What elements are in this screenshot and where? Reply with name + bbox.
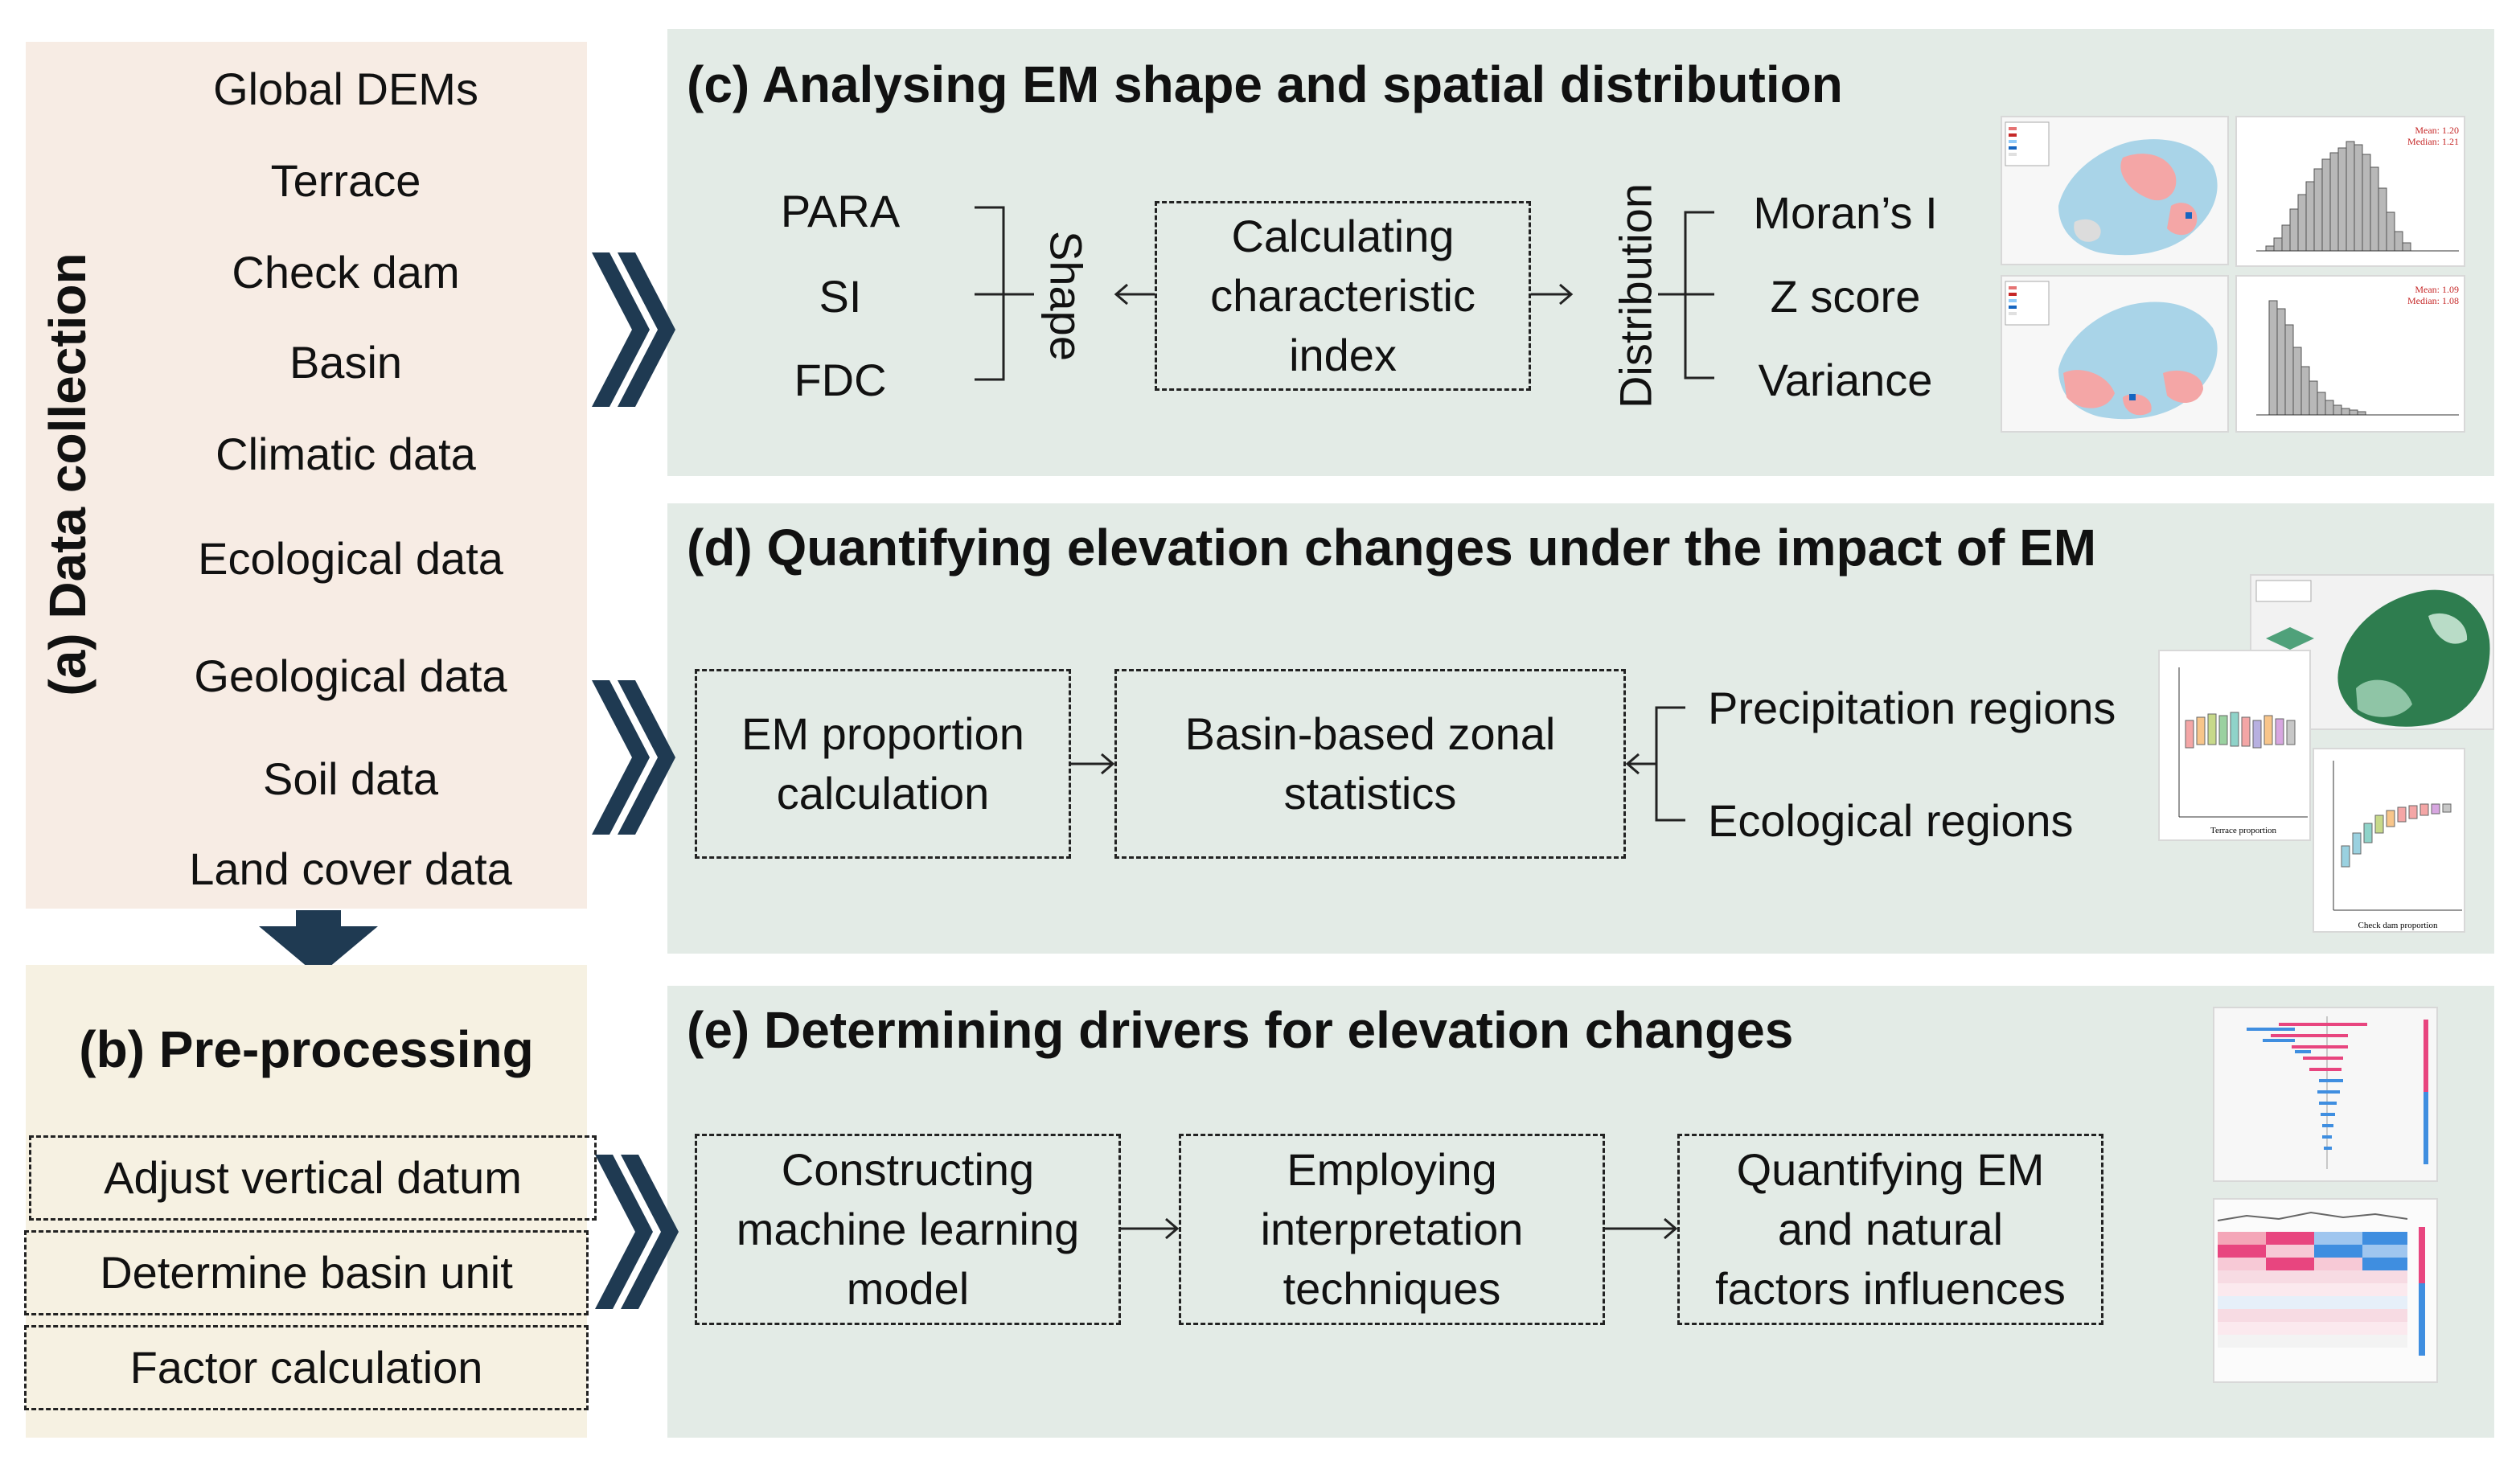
center-box-line-3: index bbox=[1289, 329, 1397, 380]
data-item-soil: Soil data bbox=[263, 753, 438, 804]
panel-c-title: (c) Analysing EM shape and spatial distr… bbox=[687, 55, 1843, 113]
box-calculating-characteristic-index: Calculating characteristic index bbox=[1155, 201, 1531, 391]
box-basin-zonal-statistics: Basin-based zonal statistics bbox=[1114, 669, 1626, 859]
boxplot-thumbnail-1: Terrace proportion bbox=[2158, 650, 2311, 841]
step-adjust-vertical-datum: Adjust vertical datum bbox=[29, 1135, 597, 1221]
data-item-geological: Geological data bbox=[194, 650, 507, 701]
panel-d-title: (d) Quantifying elevation changes under … bbox=[687, 519, 2097, 577]
step-determine-basin-unit: Determine basin unit bbox=[24, 1230, 589, 1315]
distribution-item-variance: Variance bbox=[1758, 355, 1933, 405]
data-item-ecological: Ecological data bbox=[198, 533, 503, 584]
d-box2-line-1: Basin-based zonal bbox=[1184, 708, 1556, 760]
shape-label-text: Shape bbox=[1040, 231, 1092, 361]
step-factor-calculation-label: Factor calculation bbox=[129, 1342, 483, 1393]
data-item-basin: Basin bbox=[289, 337, 403, 388]
data-item-land-cover: Land cover data bbox=[189, 843, 512, 894]
step-adjust-vertical-datum-label: Adjust vertical datum bbox=[104, 1152, 522, 1204]
shap-heatmap-thumbnail bbox=[2213, 1198, 2438, 1383]
d-box1-line-2: calculation bbox=[776, 768, 990, 819]
shape-item-para: PARA bbox=[780, 186, 901, 236]
hist2-median: Median: 1.08 bbox=[2407, 295, 2459, 306]
hist1-median: Median: 1.21 bbox=[2407, 136, 2459, 147]
d-box1-line-1: EM proportion bbox=[741, 708, 1024, 760]
histogram-thumbnail-2: Mean: 1.09 Median: 1.08 bbox=[2235, 275, 2465, 433]
hist2-mean: Mean: 1.09 bbox=[2415, 284, 2459, 295]
shap-summary-thumbnail bbox=[2213, 1007, 2438, 1182]
center-box-line-1: Calculating bbox=[1231, 211, 1455, 262]
map-thumbnail-2 bbox=[2001, 275, 2229, 433]
data-item-global-dems: Global DEMs bbox=[213, 64, 478, 114]
boxplot-thumbnail-2: Check dam proportion bbox=[2313, 748, 2465, 933]
hist1-mean: Mean: 1.20 bbox=[2415, 125, 2459, 136]
map-thumbnail-1 bbox=[2001, 116, 2229, 265]
region-ecological: Ecological regions bbox=[1708, 795, 2074, 846]
box-interpretation-techniques: Employing interpretation techniques bbox=[1179, 1134, 1605, 1325]
e-box1-line-3: model bbox=[846, 1262, 970, 1314]
d-box2-line-2: statistics bbox=[1283, 768, 1457, 819]
boxplot-graphic-2: Check dam proportion bbox=[2333, 761, 2462, 930]
shape-item-fdc: FDC bbox=[794, 355, 887, 405]
region-precipitation: Precipitation regions bbox=[1708, 683, 2116, 733]
e-box2-line-2: interpretation bbox=[1260, 1204, 1524, 1255]
boxplot1-xlabel: Terrace proportion bbox=[2210, 826, 2276, 835]
panel-e-title: (e) Determining drivers for elevation ch… bbox=[687, 1001, 1794, 1059]
distribution-item-morans-i: Moran’s I bbox=[1753, 187, 1938, 238]
data-item-climatic: Climatic data bbox=[215, 429, 476, 479]
map-graphic-2 bbox=[2005, 281, 2218, 420]
e-box1-line-1: Constructing bbox=[781, 1144, 1035, 1196]
histogram-graphic-2: Mean: 1.09 Median: 1.08 bbox=[2256, 284, 2459, 416]
shape-item-si: SI bbox=[819, 271, 862, 322]
e-box2-line-1: Employing bbox=[1287, 1144, 1497, 1196]
box-quantifying-influences: Quantifying EM and natural factors influ… bbox=[1677, 1134, 2103, 1325]
box-constructing-ml-model: Constructing machine learning model bbox=[695, 1134, 1121, 1325]
data-item-check-dam: Check dam bbox=[232, 247, 460, 298]
vegetation-map-graphic bbox=[2255, 580, 2490, 727]
distribution-label-text: Distribution bbox=[1610, 183, 1661, 409]
histogram-graphic-1: Mean: 1.20 Median: 1.21 bbox=[2256, 125, 2459, 252]
chevron-right-icon bbox=[592, 252, 650, 407]
shap-heatmap-graphic bbox=[2217, 1211, 2425, 1356]
map-graphic-1 bbox=[2005, 121, 2218, 256]
chevron-right-icon bbox=[595, 1155, 653, 1309]
step-determine-basin-unit-label: Determine basin unit bbox=[100, 1247, 513, 1299]
panel-b-title: (b) Pre-processing bbox=[79, 1020, 534, 1078]
boxplot-graphic-1: Terrace proportion bbox=[2178, 667, 2308, 835]
e-box1-line-2: machine learning bbox=[736, 1204, 1080, 1255]
distribution-item-z-score: Z score bbox=[1770, 271, 1921, 322]
panel-data-collection bbox=[26, 42, 587, 909]
step-factor-calculation: Factor calculation bbox=[24, 1325, 589, 1410]
histogram-thumbnail-1: Mean: 1.20 Median: 1.21 bbox=[2235, 116, 2465, 267]
panel-a-title-text: (a) Data collection bbox=[39, 252, 96, 696]
boxplot2-xlabel: Check dam proportion bbox=[2358, 921, 2438, 930]
shap-summary-graphic bbox=[2247, 1016, 2428, 1169]
box-em-proportion-calculation: EM proportion calculation bbox=[695, 669, 1071, 859]
panel-drivers bbox=[667, 986, 2494, 1438]
e-box3-line-1: Quantifying EM bbox=[1736, 1144, 2045, 1196]
center-box-line-2: characteristic bbox=[1210, 270, 1475, 322]
e-box3-line-3: factors influences bbox=[1715, 1262, 2066, 1314]
e-box3-line-2: and natural bbox=[1777, 1204, 2004, 1255]
chevron-right-icon bbox=[592, 680, 650, 835]
e-box2-line-3: techniques bbox=[1283, 1262, 1501, 1314]
data-item-terrace: Terrace bbox=[270, 155, 421, 206]
panel-preprocessing bbox=[26, 965, 587, 1438]
